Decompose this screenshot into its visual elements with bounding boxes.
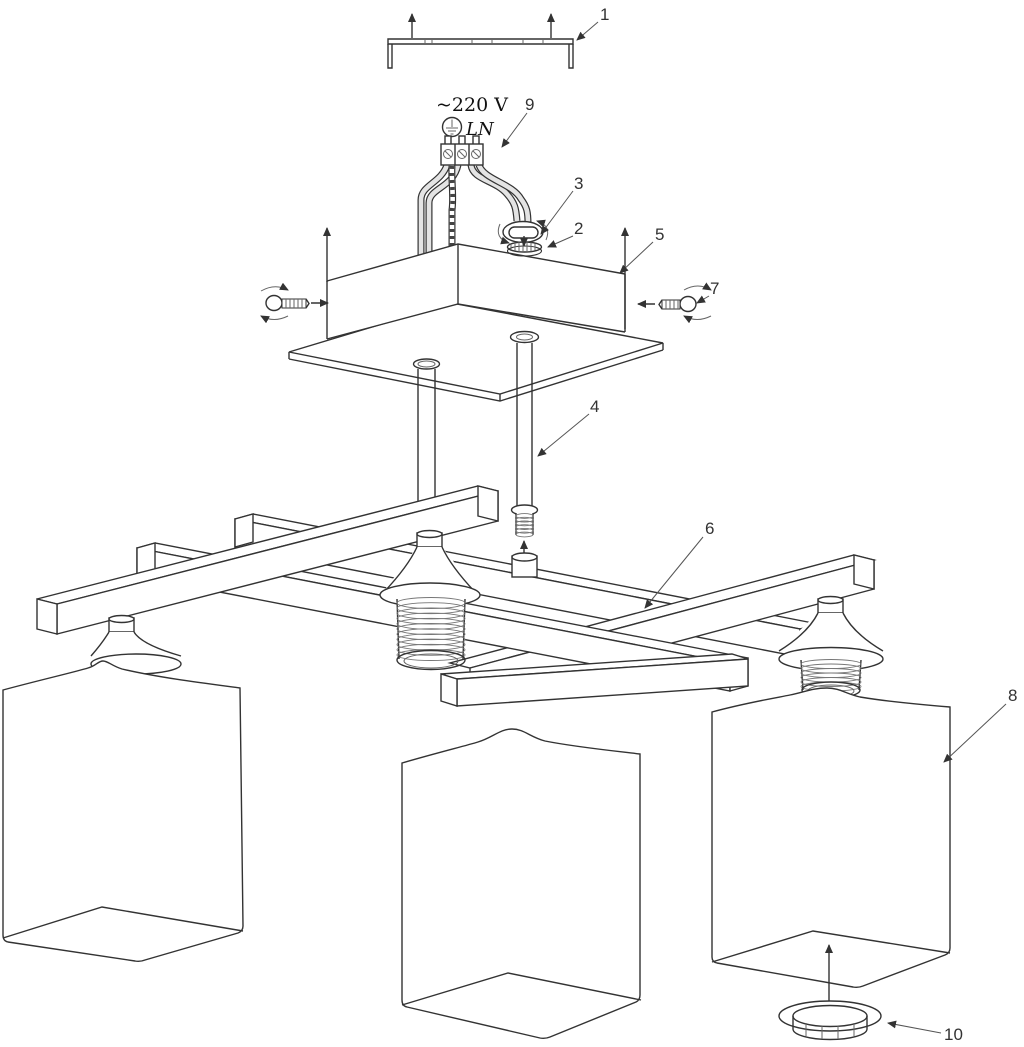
terminal-block (440, 135, 484, 166)
leader-3 (540, 190, 574, 235)
retaining-ring (778, 944, 882, 1041)
leader-2 (547, 235, 574, 248)
cable-clamp (497, 219, 549, 257)
voltage-label: ~220 V (436, 94, 508, 116)
part-label-3: 3 (574, 174, 583, 193)
leader-1 (576, 21, 599, 41)
ground-wire (449, 165, 456, 250)
part-label-5: 5 (655, 225, 664, 244)
rod-thread (515, 513, 534, 538)
leader-4 (537, 413, 590, 457)
frame-bar-middle (440, 653, 749, 707)
neutral-label: N (477, 119, 495, 140)
screw-right (637, 282, 712, 324)
leader-8 (943, 703, 1007, 763)
frame-bar-front (36, 485, 499, 635)
labels: 1 9 3 2 5 7 4 6 8 10 (501, 5, 1017, 1044)
lamp-shades (2, 660, 951, 1040)
part-label-6: 6 (705, 519, 714, 538)
lamp-shade-center (401, 728, 642, 1040)
part-label-7: 7 (710, 279, 719, 298)
part-label-10: 10 (944, 1025, 963, 1042)
lamp-shade-left (2, 660, 244, 963)
lamp-holder-right (778, 595, 884, 699)
part-label-4: 4 (590, 397, 599, 416)
leader-9 (501, 112, 528, 148)
part-label-2: 2 (574, 219, 583, 238)
lamp-shade-right (711, 687, 951, 989)
leader-6 (644, 536, 704, 609)
power-connection: ~220 V L N (417, 94, 532, 267)
supply-wires (417, 163, 532, 267)
part-label-1: 1 (600, 5, 609, 24)
leader-10 (887, 1020, 942, 1034)
mounting-bracket (387, 13, 574, 69)
part-label-8: 8 (1008, 686, 1017, 705)
frame (36, 485, 884, 707)
screw-left (260, 282, 329, 324)
leader-7 (696, 295, 710, 304)
live-label: L (465, 119, 478, 140)
lamp-holder-center (379, 529, 481, 671)
ground-icon (441, 116, 463, 138)
rod-hub (511, 552, 538, 578)
part-label-9: 9 (525, 95, 534, 114)
leader-5 (619, 241, 654, 274)
canopy (260, 227, 712, 402)
suspension-rods (412, 330, 540, 559)
